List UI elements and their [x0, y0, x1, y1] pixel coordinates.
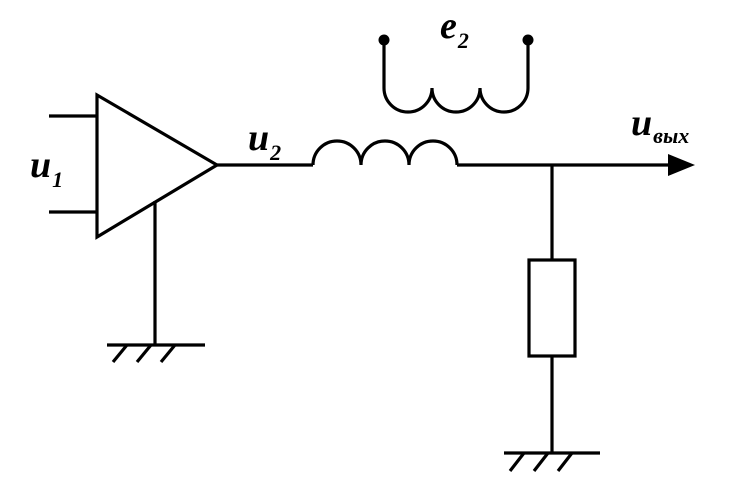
label-input-voltage: u1 [30, 144, 63, 192]
secondary-terminal-left [378, 34, 390, 46]
amplifier [49, 92, 221, 345]
ground-symbol-load [504, 451, 600, 472]
load-resistor [527, 258, 577, 358]
amplifier-triangle [95, 92, 221, 240]
output-arrow [668, 154, 695, 176]
primary-coil [311, 139, 459, 166]
secondary-terminal-right [522, 34, 534, 46]
label-amplifier-output-voltage: u2 [248, 117, 281, 165]
secondary-coil [378, 34, 534, 114]
label-output-voltage: uвых [631, 102, 689, 148]
ground-symbol-amplifier [107, 343, 205, 364]
label-secondary-emf: e2 [440, 5, 469, 53]
